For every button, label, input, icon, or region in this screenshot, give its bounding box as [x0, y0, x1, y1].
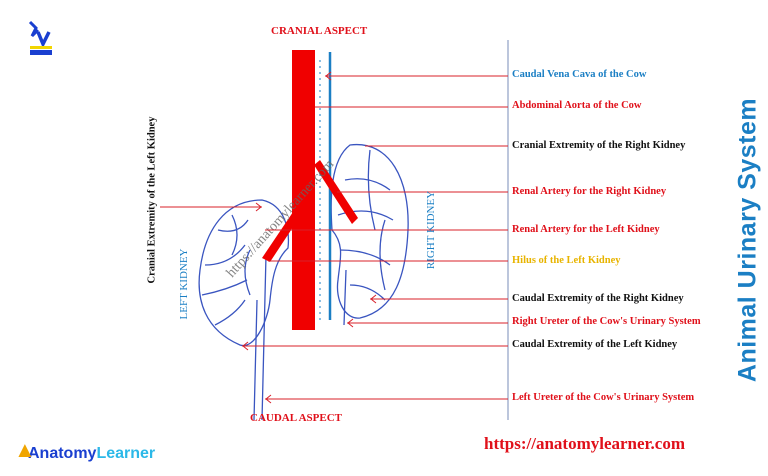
- brand-text-b: Learner: [96, 445, 156, 462]
- logo-icon: [28, 20, 52, 55]
- label-caudal-left-kidney: Caudal Extremity of the Left Kidney: [512, 339, 678, 350]
- label-abdominal-aorta: Abdominal Aorta of the Cow: [512, 100, 642, 111]
- brand-text-a: Anatomy: [28, 445, 97, 462]
- label-renal-artery-left: Renal Artery for the Left Kidney: [512, 224, 660, 235]
- label-renal-artery-right: Renal Artery for the Right Kidney: [512, 186, 667, 197]
- caudal-aspect-label: CAUDAL ASPECT: [250, 412, 342, 424]
- watermark: https://anatomylearner.com: [224, 157, 337, 281]
- label-caudal-right-kidney: Caudal Extremity of the Right Kidney: [512, 293, 684, 304]
- left-kidney-label: LEFT KIDNEY: [178, 248, 190, 320]
- page-title: Animal Urinary System: [733, 97, 762, 383]
- right-kidney-label: RIGHT KIDNEY: [425, 190, 437, 270]
- abdominal-aorta-drawing: [262, 50, 358, 330]
- label-cranial-right-kidney: Cranial Extremity of the Right Kidney: [512, 140, 686, 151]
- label-caudal-vena-cava: Caudal Vena Cava of the Cow: [512, 69, 647, 80]
- label-right-ureter: Right Ureter of the Cow's Urinary System: [512, 316, 701, 327]
- website-url: https://anatomylearner.com: [484, 434, 685, 453]
- brand-logo: ▲ AnatomyLearner: [14, 437, 156, 463]
- deer-logo-icon: ▲: [14, 437, 36, 462]
- label-left-ureter: Left Ureter of the Cow's Urinary System: [512, 392, 695, 403]
- left-cranial-extremity-label: Cranial Extremity of the Left Kidney: [146, 116, 158, 284]
- right-kidney-drawing: [330, 144, 409, 326]
- label-hilus-left-kidney: Hilus of the Left Kidney: [512, 255, 621, 266]
- pointer-lines: [160, 71, 508, 404]
- cranial-aspect-label: CRANIAL ASPECT: [271, 25, 368, 37]
- left-kidney-drawing: [198, 199, 290, 421]
